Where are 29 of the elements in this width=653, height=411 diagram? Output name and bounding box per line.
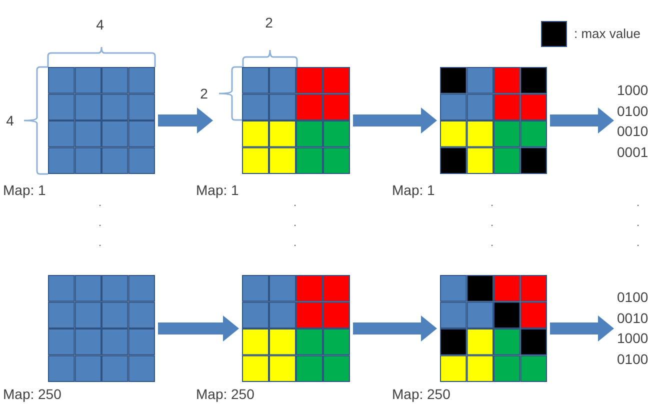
dimension-label: 2 [200, 86, 208, 102]
dimension-label: 4 [96, 16, 104, 34]
vertical-ellipsis: . . . [292, 196, 298, 251]
pixel-grid [440, 275, 547, 382]
pixel-grid [242, 275, 350, 382]
pixel-grid [440, 67, 547, 174]
map-caption: Map: 250 [196, 386, 254, 403]
vertical-ellipsis: . . . [489, 196, 495, 251]
map-caption: Map: 250 [3, 386, 62, 403]
map-caption: Map: 1 [3, 182, 46, 199]
map-caption: Map: 1 [392, 182, 435, 199]
pixel-grid [242, 67, 350, 174]
arrow [158, 108, 213, 134]
arrow [353, 316, 437, 342]
arrow [158, 316, 239, 342]
arrow [550, 108, 614, 134]
dimension-label: 4 [6, 112, 14, 130]
map-caption: Map: 250 [392, 386, 450, 403]
pixel-grid [48, 67, 155, 174]
binary-code-text: 1000 0100 0010 0001 [617, 80, 653, 162]
vertical-ellipsis: . . . [635, 196, 641, 251]
vertical-ellipsis: . . . [97, 196, 103, 251]
binary-code-text: 0100 0010 1000 0100 [617, 287, 653, 369]
map-caption: Map: 1 [196, 182, 239, 199]
dimension-label: 2 [265, 14, 273, 32]
arrow [550, 316, 614, 342]
pixel-grid [48, 275, 155, 382]
arrow [353, 108, 437, 134]
legend-text: : max value [574, 26, 640, 42]
